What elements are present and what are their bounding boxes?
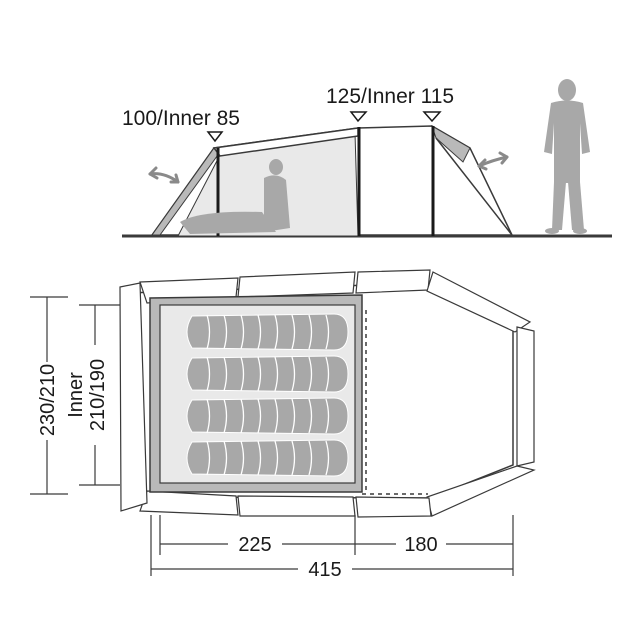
sleeping-bag-icon bbox=[186, 313, 349, 351]
inner-width-label-line1: Inner bbox=[65, 372, 87, 418]
rear-guy-flap bbox=[431, 124, 471, 163]
front-vent-arrow-icon bbox=[148, 166, 180, 184]
outer-width-label: 230/210 bbox=[37, 364, 59, 436]
sitting-person-icon bbox=[180, 159, 290, 234]
rear-vent-arrow-icon bbox=[477, 151, 509, 171]
sleeping-bag-icon bbox=[186, 439, 349, 477]
floor-plan: 230/210 Inner 210/190 225 180 415 bbox=[30, 269, 536, 581]
inner-length-label: 225 bbox=[238, 534, 271, 556]
rear-height-marker-icon bbox=[422, 111, 442, 123]
sleeping-bag-icon bbox=[186, 355, 349, 393]
sleeping-bags bbox=[186, 313, 349, 477]
front-height-label: 100/Inner 85 bbox=[122, 107, 240, 130]
rear-vestibule-edge bbox=[435, 137, 513, 236]
dimension-lines bbox=[30, 296, 514, 576]
vestibule-length-label: 180 bbox=[404, 534, 437, 556]
middle-height-marker-icon bbox=[349, 111, 368, 123]
inner-width-label-line2: 210/190 bbox=[87, 359, 109, 431]
sleeping-bag-icon bbox=[186, 397, 349, 435]
side-view: 100/Inner 85 125/Inner 115 bbox=[122, 79, 612, 238]
rear-height-label: 125/Inner 115 bbox=[326, 85, 454, 108]
total-length-label: 415 bbox=[308, 559, 341, 581]
standing-person-icon bbox=[544, 79, 590, 234]
peg-flaps bbox=[119, 269, 536, 518]
front-height-marker-icon bbox=[206, 131, 224, 143]
